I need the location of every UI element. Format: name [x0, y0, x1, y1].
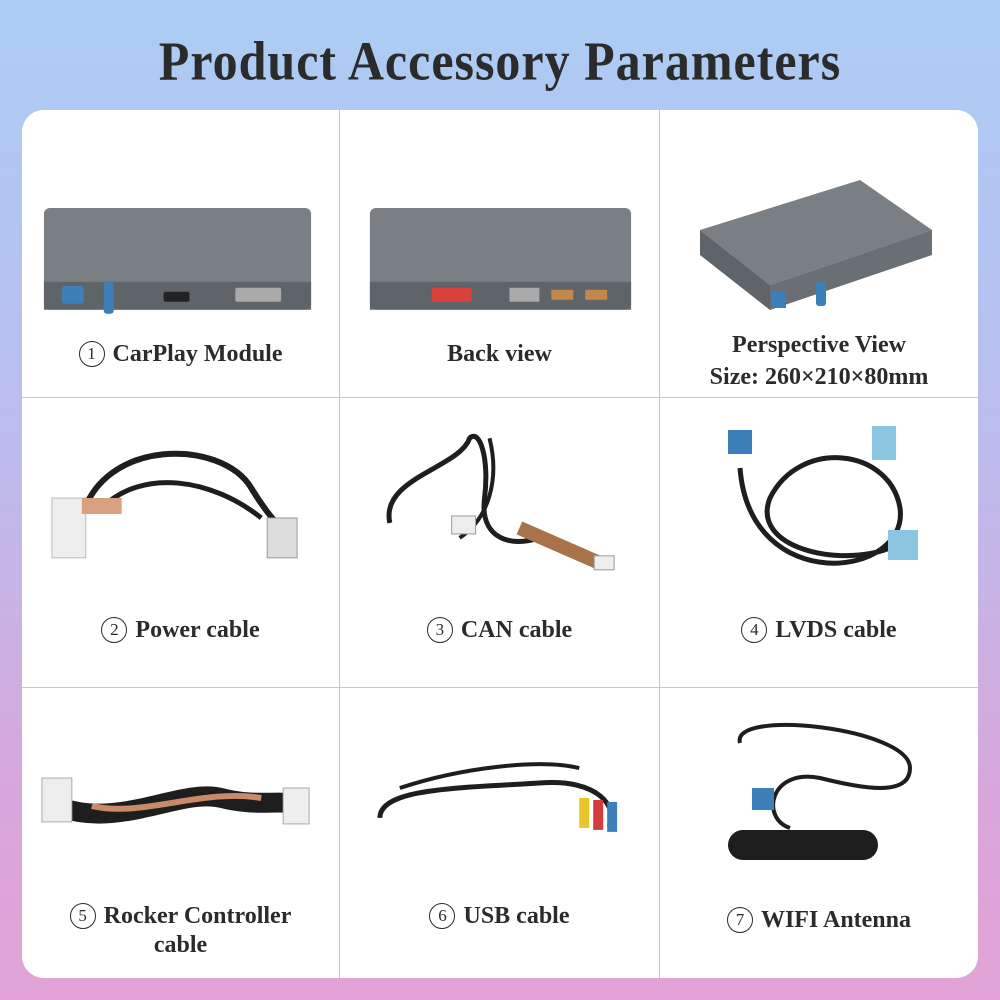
item-usb-cable: 6 USB cable	[340, 688, 660, 978]
item-label: Perspective View	[732, 332, 906, 358]
usb-cable-image	[377, 762, 618, 832]
perspective-view-image	[700, 180, 932, 310]
item-number: 1	[78, 341, 105, 367]
item-number: 4	[741, 617, 768, 643]
item-lvds-cable: 4 LVDS cable	[660, 398, 978, 688]
rocker-cable-image	[41, 777, 310, 825]
item-number: 2	[101, 617, 128, 643]
accessory-grid: 1 CarPlay Module Back view Perspective Vi…	[22, 110, 978, 978]
power-cable-image	[51, 450, 298, 559]
item-number: 3	[426, 617, 453, 643]
item-power-cable: 2 Power cable	[22, 398, 340, 688]
item-label: USB cable	[463, 903, 570, 929]
item-label: WIFI Antenna	[760, 907, 912, 933]
item-label: CAN cable	[460, 617, 573, 643]
item-size: Size: 260×210×80mm	[709, 364, 929, 390]
item-label: Rocker Controller	[103, 903, 292, 929]
item-number: 5	[69, 903, 96, 929]
carplay-module-image	[43, 208, 312, 314]
lvds-cable-image	[728, 426, 918, 566]
item-wifi-antenna: 7 WIFI Antenna	[660, 688, 978, 978]
item-number: 7	[726, 907, 753, 933]
item-label: LVDS cable	[775, 617, 897, 643]
item-number: 6	[429, 903, 456, 929]
item-label: Back view	[447, 341, 552, 367]
item-rocker-controller-cable: 5 Rocker Controller cable	[22, 688, 340, 978]
back-view-image	[369, 208, 632, 310]
item-label-line2: cable	[153, 932, 208, 958]
page-title: Product Accessory Parameters	[158, 30, 842, 92]
item-perspective-view: Perspective View Size: 260×210×80mm	[660, 110, 978, 398]
item-label: Power cable	[135, 617, 260, 643]
item-carplay-module: 1 CarPlay Module	[22, 110, 340, 398]
item-can-cable: 3 CAN cable	[340, 398, 660, 688]
item-back-view: Back view	[340, 110, 660, 398]
item-label: CarPlay Module	[112, 341, 283, 367]
can-cable-image	[386, 433, 615, 571]
wifi-antenna-image	[728, 722, 913, 860]
